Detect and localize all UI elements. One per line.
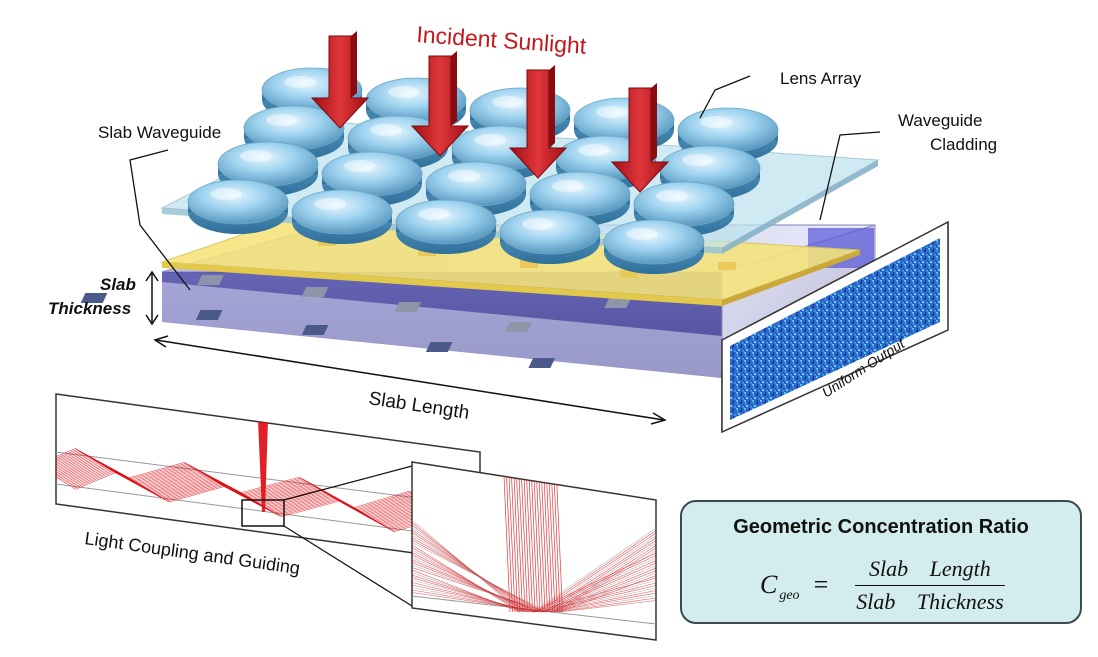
slab-thickness-label-line2: Thickness: [48, 299, 131, 318]
fraction-numerator: Slab Length: [855, 556, 1005, 586]
concentration-ratio-formula: C geo = Slab Length Slab Thickness: [760, 552, 1018, 618]
concentration-ratio-title: Geometric Concentration Ratio: [733, 516, 1029, 538]
sunlight-arrow: [610, 83, 670, 193]
numerator-word-2: Length: [929, 555, 991, 581]
uniform-output-frame: [721, 220, 949, 434]
slab-length-label: Slab Length: [367, 388, 470, 424]
guided-rays: [56, 420, 480, 546]
ray-panel-zoom: [411, 461, 657, 641]
denominator-word-1: Slab: [856, 588, 896, 614]
geo-subscript: geo: [779, 588, 800, 603]
lens: [603, 219, 705, 274]
slab-thickness-arrow: [145, 270, 159, 326]
concentration-ratio-box: Geometric Concentration Ratio C geo = Sl…: [680, 500, 1082, 624]
lens: [291, 189, 393, 244]
lens: [499, 209, 601, 264]
sunlight-arrow: [508, 65, 568, 179]
ray-panel-left: [55, 393, 481, 563]
lens: [217, 141, 319, 196]
denominator-word-2: Thickness: [916, 588, 1004, 614]
leader-lines: [129, 75, 881, 291]
zoom-lines: [283, 465, 413, 607]
lens-array-label: Lens Array: [780, 69, 862, 88]
lens: [187, 179, 289, 234]
slab-thickness-label-line1: Slab: [100, 275, 136, 294]
slab-length-arrow: [153, 335, 667, 425]
numerator-word-1: Slab: [869, 555, 909, 581]
slab-waveguide-label: Slab Waveguide: [98, 123, 221, 142]
sunlight-arrows: [310, 31, 670, 193]
waveguide-cladding-label-line1: Waveguide: [898, 111, 982, 130]
equals-sign: =: [813, 570, 829, 599]
light-coupling-label: Light Coupling and Guiding: [83, 528, 301, 578]
sunlight-arrow: [410, 51, 470, 157]
incident-sunlight-label: Incident Sunlight: [416, 21, 588, 59]
lens: [395, 199, 497, 254]
c-geo-symbol: C geo: [760, 570, 800, 603]
lens: [529, 171, 631, 226]
waveguide-cladding-label-line2: Cladding: [930, 135, 997, 154]
sunlight-arrow: [310, 31, 370, 129]
ratio-fraction: Slab Length Slab Thickness: [842, 556, 1017, 615]
fraction-denominator: Slab Thickness: [842, 586, 1017, 615]
c-symbol: C: [760, 570, 778, 599]
coupler-gratings: [80, 275, 632, 368]
zoomed-rays: [412, 475, 656, 613]
